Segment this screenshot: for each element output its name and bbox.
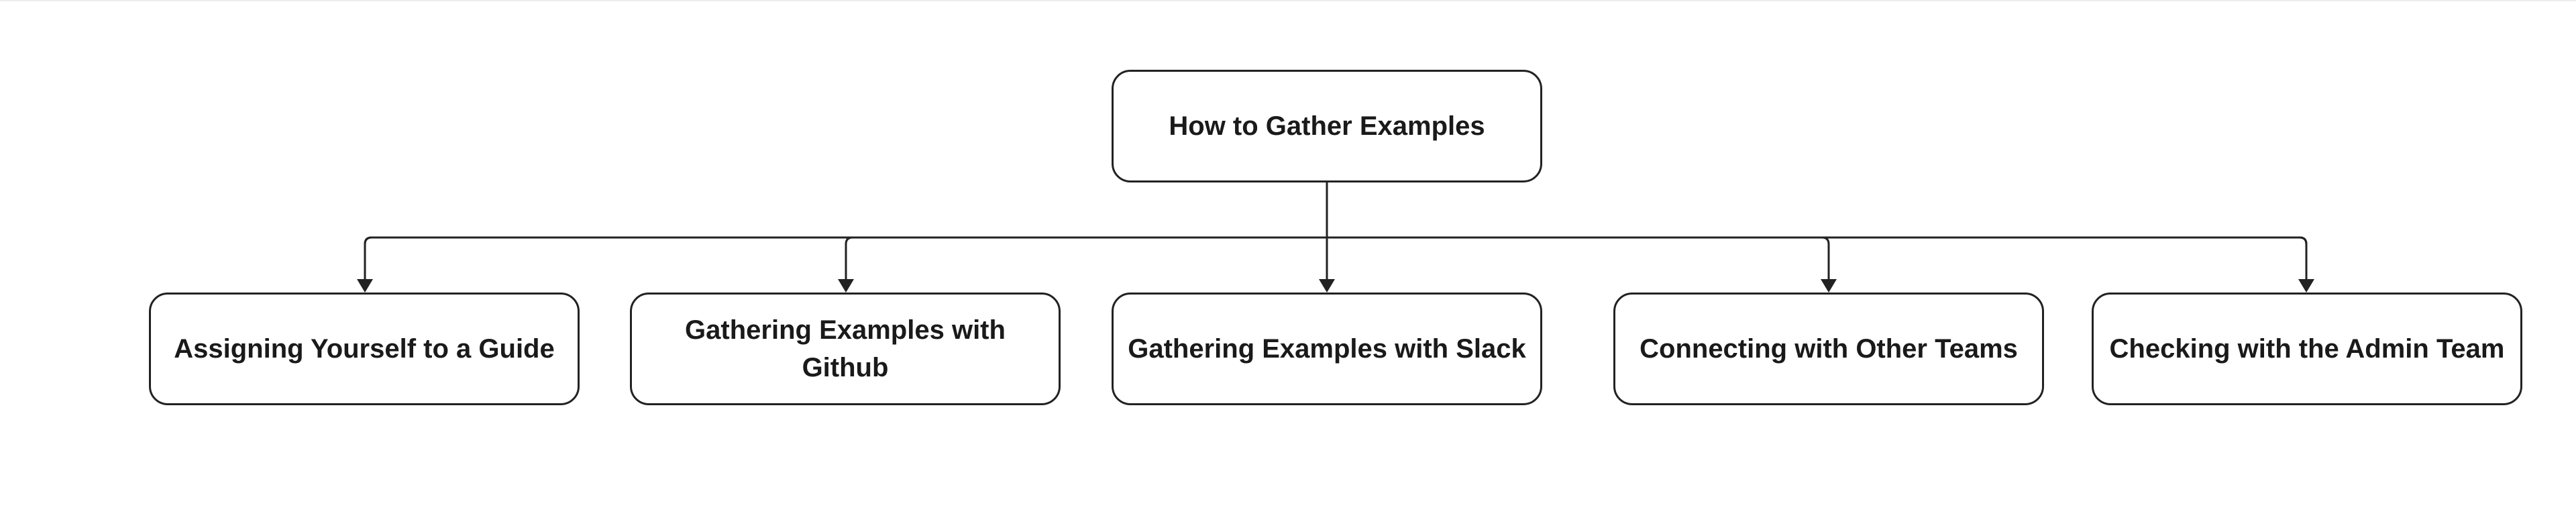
root-node[interactable]: How to Gather Examples (1112, 70, 1542, 182)
connector-to-child-2 (845, 236, 853, 282)
child-node-github[interactable]: Gathering Examples with Github (630, 293, 1061, 405)
connector-bus (364, 236, 2308, 245)
child-node-label: Checking with the Admin Team (2109, 334, 2505, 364)
child-node-label: Gathering Examples with Github (685, 315, 1006, 382)
arrowhead-child-3 (1319, 279, 1335, 293)
arrowhead-child-1 (357, 279, 373, 293)
child-node-other-teams[interactable]: Connecting with Other Teams (1613, 293, 2044, 405)
child-node-label: Gathering Examples with Slack (1128, 334, 1526, 364)
connector-to-child-4 (1821, 236, 1830, 282)
child-node-admin-team[interactable]: Checking with the Admin Team (2092, 293, 2522, 405)
child-node-assigning-yourself[interactable]: Assigning Yourself to a Guide (149, 293, 580, 405)
child-node-label: Assigning Yourself to a Guide (174, 334, 555, 364)
arrowhead-child-5 (2298, 279, 2314, 293)
arrowhead-child-2 (838, 279, 854, 293)
connector-to-child-5 (2299, 236, 2308, 282)
connector-to-child-1 (364, 236, 372, 282)
child-node-slack[interactable]: Gathering Examples with Slack (1112, 293, 1542, 405)
arrowhead-child-4 (1821, 279, 1837, 293)
child-node-label: Connecting with Other Teams (1640, 334, 2018, 364)
root-node-label: How to Gather Examples (1169, 111, 1485, 141)
